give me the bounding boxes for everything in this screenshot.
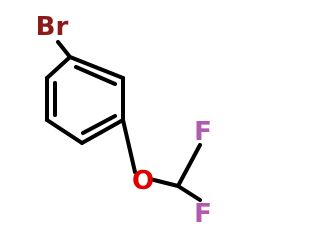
double-bond-inner-1: [74, 65, 117, 86]
bond-c-f2: [176, 184, 202, 202]
molecule-diagram: Br O F F: [36, 12, 212, 229]
structure-svg: Br O F F: [36, 12, 212, 229]
bond-c6-c1: [45, 55, 72, 80]
double-bond-inner-2: [81, 114, 117, 135]
atom-o-label: O: [132, 166, 154, 196]
bond-c-f1: [176, 143, 202, 188]
atom-f1-label: F: [194, 117, 212, 147]
bond-c1-c2: [68, 55, 125, 80]
atom-br-label: Br: [36, 12, 69, 42]
bond-o-c: [148, 177, 180, 188]
atom-f2-label: F: [194, 199, 212, 229]
bond-c3-o: [121, 118, 137, 174]
bond-c4-c5: [45, 118, 84, 145]
bond-c1-br: [56, 40, 72, 59]
bond-c3-c4: [80, 118, 125, 145]
